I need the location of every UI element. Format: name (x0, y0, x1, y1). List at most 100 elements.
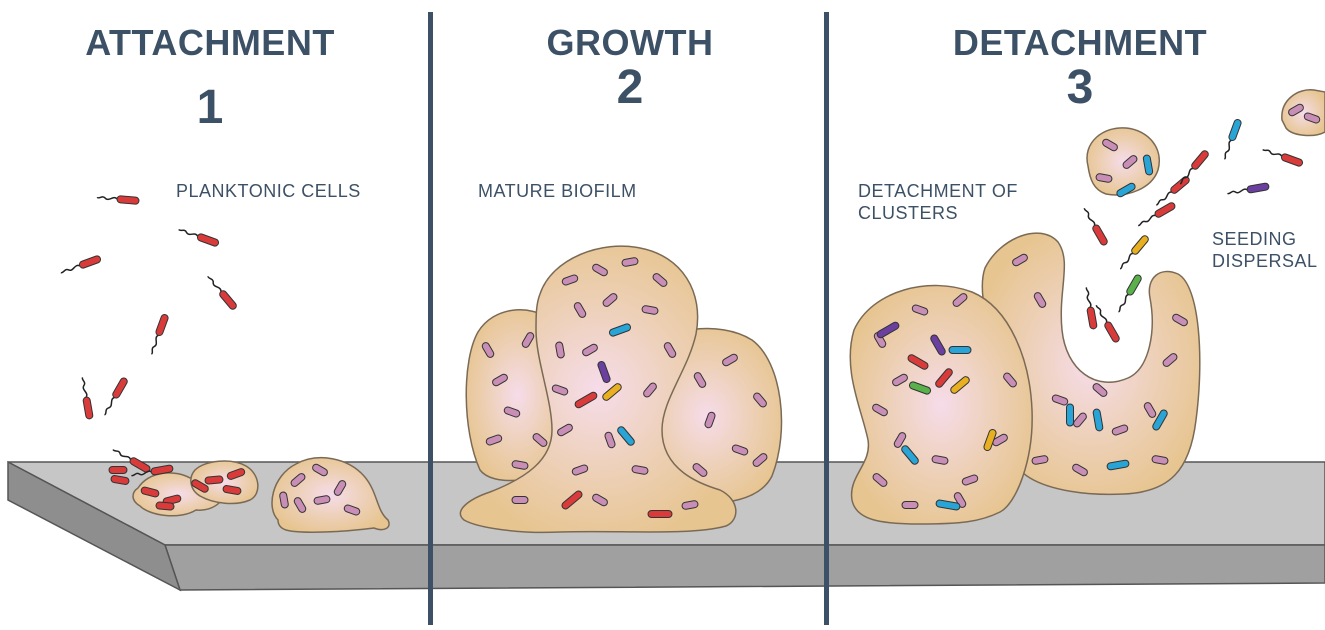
bacterium-cell (608, 323, 632, 337)
bacterium-cell (641, 305, 659, 315)
bacterium-cell (555, 341, 565, 359)
label-detachment-line-2: CLUSTERS (858, 203, 959, 223)
bacterium-cell (191, 479, 209, 493)
bacterium-cell (1092, 408, 1104, 432)
bacterium-cell (1156, 176, 1190, 206)
bacterium-cell (573, 302, 587, 318)
bacterium-cell (1227, 182, 1270, 195)
bacterium-cell (753, 392, 767, 408)
bacterium-cell (1051, 394, 1069, 406)
bacterium-cell (140, 486, 160, 498)
bacterium-cell (279, 491, 289, 509)
bacterium-cell (1031, 455, 1049, 465)
bacterium-cell (704, 411, 716, 429)
divider-1-2 (428, 12, 433, 625)
bacterium-cell (911, 304, 929, 316)
bacterium-cell (551, 384, 569, 396)
bacterium-cell (131, 464, 174, 477)
stage-3-title: DETACHMENT (952, 22, 1208, 63)
biofilm-lobe-center (459, 245, 737, 534)
bacterium-cell (1111, 424, 1129, 436)
bacterium-cell (597, 360, 611, 384)
stage-3-number: 3 (1066, 61, 1094, 114)
bacterium-cell (485, 434, 503, 446)
bacterium-cell (602, 383, 622, 401)
bacterium-cell (731, 444, 749, 456)
bacterium-cell (571, 464, 589, 476)
bacterium-cell (663, 342, 677, 358)
bacterium-cell (343, 504, 361, 516)
bacterium-cell (1066, 403, 1074, 427)
bacterium-cell (1092, 383, 1108, 397)
bacterium-cell (1073, 412, 1087, 428)
bacterium-cell (112, 449, 151, 473)
bacterium-cell (492, 373, 508, 387)
bacterium-cell (150, 313, 169, 355)
surface-side (7, 460, 182, 592)
bacterium-cell (1172, 313, 1188, 327)
bacterium-cell (1012, 253, 1028, 267)
bacterium-cell (1083, 207, 1108, 246)
bacterium-cell (226, 468, 246, 480)
bacterium-cell (643, 382, 657, 398)
bacterium-cell (1162, 353, 1178, 367)
bacterium-cell (1095, 304, 1120, 343)
bacterium-cell (333, 480, 347, 496)
bacterium-cell (983, 428, 997, 452)
bacterium-cell (592, 493, 608, 507)
bacterium-cell (582, 343, 598, 357)
bacterium-cell (647, 510, 673, 518)
bacterium-cell (1106, 459, 1130, 471)
bacterium-cell (901, 501, 919, 509)
bacterium-cell (935, 368, 953, 388)
bacterium-cell (110, 475, 130, 485)
bacterium-cell (574, 391, 598, 409)
bacterium-cell (652, 273, 668, 287)
bacterium-cell (908, 381, 932, 395)
bacterium-cell (1033, 292, 1047, 308)
bacterium-cell (752, 453, 768, 467)
stage-1-title: ATTACHMENT (85, 22, 335, 63)
bacterium-cell (521, 332, 535, 348)
bacterium-cell (872, 403, 888, 417)
bacterium-cell (1137, 202, 1176, 227)
bacterium-cell (96, 195, 140, 205)
bacterium-cell (155, 501, 175, 511)
stage-2-number: 2 (616, 61, 644, 114)
bacterium-cell (907, 354, 929, 370)
bacterium-cell (631, 465, 649, 475)
bacterium-cell (948, 346, 972, 354)
bacterium-cell (602, 293, 618, 307)
bacterium-cell (961, 474, 979, 486)
bacterium-cell (1122, 155, 1138, 169)
label-seeding-line-1: SEEDING (1212, 229, 1297, 249)
bacterium-cell (1151, 455, 1169, 465)
bacterium-cell (204, 475, 224, 485)
bacterium-cell (1262, 148, 1304, 167)
bacterium-cell (931, 455, 949, 465)
bacterium-cell (290, 473, 306, 487)
bacterium-cell (935, 499, 961, 511)
label-planktonic-cells: PLANKTONIC CELLS (176, 181, 361, 201)
label-seeding-line-2: DISPERSAL (1212, 251, 1318, 271)
bacterium-cell (876, 321, 900, 339)
bacterium-cell (104, 377, 128, 416)
bacterium-cell (222, 485, 242, 495)
biofilm-large-lobe (849, 284, 1033, 525)
label-detachment-line-1: DETACHMENT OF (858, 181, 1018, 201)
bacterium-cell (617, 426, 635, 446)
bacterium-cell (511, 496, 529, 504)
bacterium-cell (873, 332, 887, 348)
bacterium-cell (1143, 402, 1157, 418)
bacterium-cell (1116, 182, 1136, 198)
bacterium-cell (681, 500, 699, 510)
surface-front (163, 544, 1325, 591)
bacterium-cell (178, 228, 220, 247)
bacterium-cell (108, 466, 128, 474)
stage-1-number: 1 (196, 81, 224, 134)
bacterium-cell (1179, 150, 1209, 185)
bacterium-cell (312, 463, 328, 477)
bacterium-cell (1085, 287, 1098, 330)
